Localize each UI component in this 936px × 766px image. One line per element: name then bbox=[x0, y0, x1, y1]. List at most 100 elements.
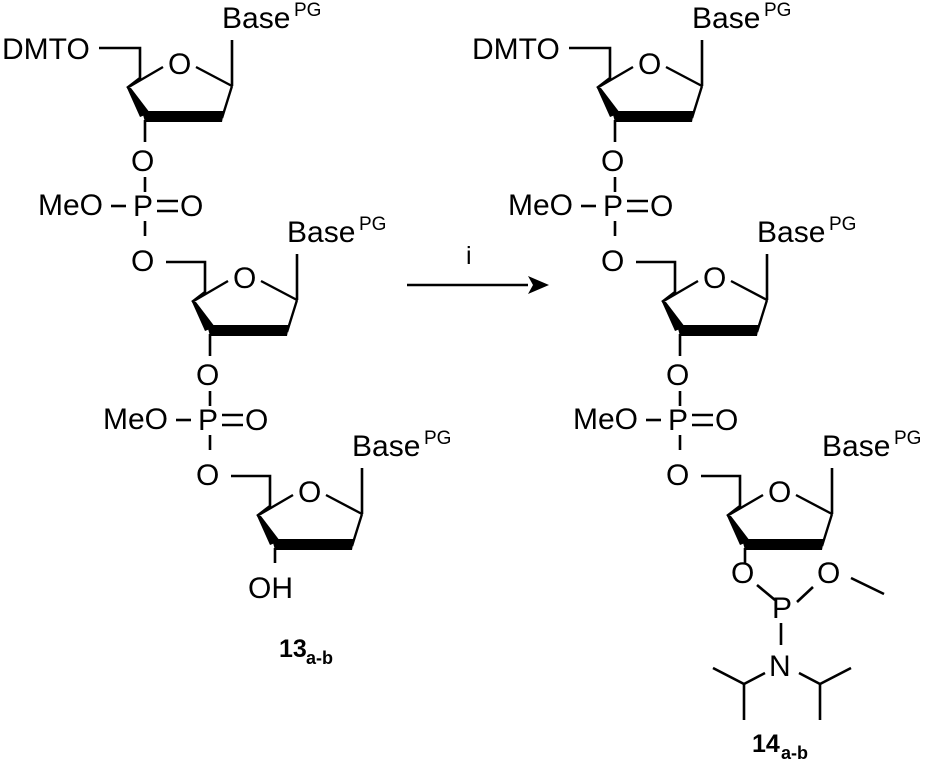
product-base-label-1: Base bbox=[692, 2, 760, 35]
product-phosphate-2-lower-oxygen-label: O bbox=[666, 459, 689, 492]
ring-bond-c4-o-3 bbox=[256, 493, 294, 518]
ring-bond-o-c1-2 bbox=[260, 279, 298, 302]
reactant-unit-3: O Base PG OH bbox=[231, 428, 451, 605]
phosphoramidite-n-label: N bbox=[769, 650, 791, 683]
phosphate-2-p-label: P bbox=[198, 404, 218, 437]
reactant-compound-label: 13 a-b bbox=[279, 635, 333, 668]
base-superscript-3: PG bbox=[424, 428, 451, 449]
three-prime-oxygen-label-2: O bbox=[196, 359, 219, 392]
isopropyl-left-n-ch-bond bbox=[743, 671, 766, 686]
ring-bond-c4-c3-3 bbox=[257, 516, 280, 545]
product-ring-bond-c4-o-3 bbox=[726, 493, 764, 518]
product-ring-bond-c4-o-1 bbox=[596, 65, 634, 90]
base-label-3: Base bbox=[352, 430, 420, 463]
ring-oxygen-label-1: O bbox=[168, 48, 191, 81]
base-superscript-1: PG bbox=[294, 0, 321, 21]
five-prime-linker-bond-2 bbox=[166, 260, 207, 304]
isopropyl-right-methyl-a-bond bbox=[819, 666, 852, 686]
product-three-prime-oxygen-label-3: O bbox=[731, 557, 754, 590]
ring-bond-c4-c3-2 bbox=[192, 302, 215, 331]
product-ring-bond-o-c1-3 bbox=[795, 493, 833, 516]
product-ring-bond-c4-o-2 bbox=[661, 279, 699, 304]
base-superscript-2: PG bbox=[359, 214, 386, 235]
product-compound-label: 14 a-b bbox=[752, 730, 808, 763]
phosphate-1-double-bond-oxygen-label: O bbox=[180, 190, 203, 223]
product-ring-bond-c4-c3-3 bbox=[727, 516, 750, 545]
three-prime-oh-label: OH bbox=[248, 572, 293, 605]
product-phosphate-2-p-label: P bbox=[668, 404, 688, 437]
product-three-prime-oxygen-label-2: O bbox=[666, 359, 689, 392]
base-label-2: Base bbox=[287, 216, 355, 249]
phosphoramidite-ome-methyl-bond bbox=[850, 576, 885, 596]
product-base-superscript-3: PG bbox=[894, 428, 921, 449]
product-phosphate-1-meo-label: MeO bbox=[508, 189, 573, 222]
product-unit-2: O Base PG O bbox=[636, 214, 856, 392]
dmto-label-reactant: DMTO bbox=[2, 33, 90, 66]
reactant-compound-subscript: a-b bbox=[306, 648, 333, 668]
phosphoramidite-p-ome-bond bbox=[796, 586, 814, 603]
product-ring-front-edge-1 bbox=[612, 111, 694, 122]
reaction-arrow-group: i bbox=[407, 242, 549, 294]
ring-front-edge-3 bbox=[272, 539, 354, 550]
reactant-phosphate-2: MeO P O O bbox=[103, 391, 268, 492]
product-compound-subscript: a-b bbox=[781, 743, 808, 763]
product-ring-oxygen-label-2: O bbox=[703, 262, 726, 295]
base-label-1: Base bbox=[222, 2, 290, 35]
product-ring-oxygen-label-1: O bbox=[638, 48, 661, 81]
isopropyl-left-methyl-a-bond bbox=[712, 666, 745, 686]
ring-bond-c4-c3-1 bbox=[127, 88, 150, 117]
product-ring-bond-o-c1-2 bbox=[730, 279, 768, 302]
phosphate-1-meo-label: MeO bbox=[38, 189, 103, 222]
reaction-condition-label: i bbox=[466, 242, 472, 270]
product-base-label-3: Base bbox=[822, 430, 890, 463]
product-unit-1: DMTO O Base PG O bbox=[472, 0, 791, 178]
ring-bond-c4-o-1 bbox=[126, 65, 164, 90]
product-structure: DMTO O Base PG O MeO P O O bbox=[472, 0, 921, 763]
product-phosphate-1-lower-oxygen-label: O bbox=[601, 245, 624, 278]
product-five-prime-linker-bond-2 bbox=[636, 260, 677, 304]
product-phosphate-1-p-label: P bbox=[603, 190, 623, 223]
five-prime-linker-bond-3 bbox=[231, 474, 272, 518]
phosphate-1-p-label: P bbox=[133, 190, 153, 223]
product-ring-bond-c4-c3-1 bbox=[597, 88, 620, 117]
product-compound-number: 14 bbox=[752, 730, 780, 758]
reactant-compound-number: 13 bbox=[279, 635, 307, 663]
ring-front-edge-2 bbox=[207, 325, 289, 336]
phosphoramidite-p-label: P bbox=[772, 592, 792, 625]
phosphate-2-double-bond-oxygen-label: O bbox=[245, 404, 268, 437]
product-ring-oxygen-label-3: O bbox=[768, 476, 791, 509]
product-base-superscript-1: PG bbox=[764, 0, 791, 21]
product-five-prime-linker-bond-1 bbox=[569, 46, 612, 90]
phosphate-1-lower-oxygen-label: O bbox=[131, 245, 154, 278]
reactant-phosphate-1: MeO P O O bbox=[38, 177, 203, 278]
product-unit-3: O Base PG O bbox=[701, 428, 921, 590]
product-base-superscript-2: PG bbox=[829, 214, 856, 235]
three-prime-oxygen-label-1: O bbox=[131, 145, 154, 178]
product-three-prime-oxygen-label-1: O bbox=[601, 145, 624, 178]
five-prime-linker-bond-1 bbox=[99, 46, 142, 90]
ring-bond-c4-o-2 bbox=[191, 279, 229, 304]
product-phosphate-1-double-bond-oxygen-label: O bbox=[650, 190, 673, 223]
reactant-unit-2: O Base PG O bbox=[166, 214, 386, 392]
ring-bond-o-c1-3 bbox=[325, 493, 363, 516]
phosphoramidite-group: P O N bbox=[712, 557, 885, 720]
reaction-arrow-head bbox=[528, 276, 549, 294]
ring-front-edge-1 bbox=[142, 111, 224, 122]
product-phosphate-2-double-bond-oxygen-label: O bbox=[715, 404, 738, 437]
product-phosphate-2: MeO P O O bbox=[573, 391, 738, 492]
product-ring-front-edge-2 bbox=[677, 325, 759, 336]
product-ring-bond-c4-c3-2 bbox=[662, 302, 685, 331]
product-ring-front-edge-3 bbox=[742, 539, 824, 550]
phosphate-2-meo-label: MeO bbox=[103, 403, 168, 436]
phosphoramidite-o-p-bond bbox=[756, 584, 776, 601]
phosphate-2-lower-oxygen-label: O bbox=[196, 459, 219, 492]
dmto-label-product: DMTO bbox=[472, 33, 560, 66]
isopropyl-right-n-ch-bond bbox=[798, 671, 821, 686]
product-base-label-2: Base bbox=[757, 216, 825, 249]
product-five-prime-linker-bond-3 bbox=[701, 474, 742, 518]
phosphoramidite-methoxy-oxygen-label: O bbox=[817, 557, 840, 590]
ring-bond-o-c1-1 bbox=[195, 65, 233, 88]
reactant-unit-1: DMTO O Base PG O bbox=[2, 0, 321, 178]
